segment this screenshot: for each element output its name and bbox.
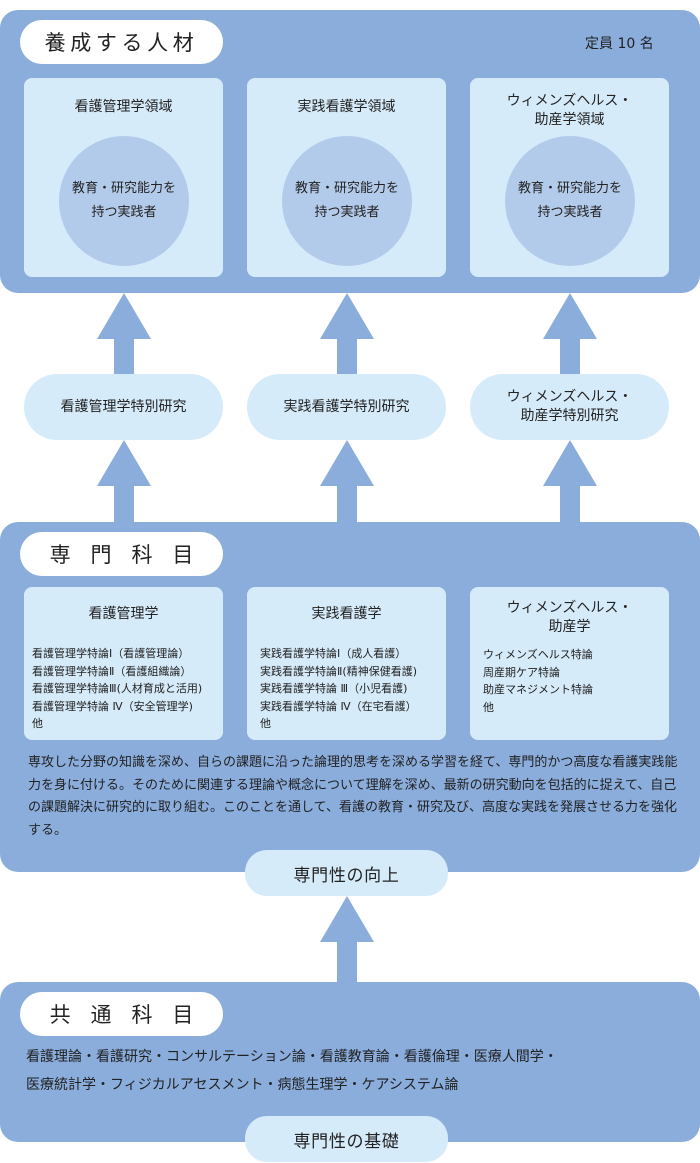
arrow-up-icon xyxy=(97,440,151,526)
area-card-practical-nursing: 実践看護学領域 教育・研究能力を 持つ実践者 xyxy=(247,78,446,277)
specialized-description: 専攻した分野の知識を深め、自らの課題に沿った論理的思考を深める学習を経て、専門的… xyxy=(28,755,678,838)
band-specialization-foundation: 専門性の基礎 xyxy=(245,1116,448,1162)
area-circle: 教育・研究能力を 持つ実践者 xyxy=(59,136,189,266)
course-item: 助産マネジメント特論 xyxy=(483,683,593,697)
course-item: 実践看護学特論 Ⅳ（在宅看護） xyxy=(260,699,417,713)
course-item: 周産期ケア特論 xyxy=(483,665,560,679)
course-item: 実践看護学特論 Ⅲ（小児看護) xyxy=(260,682,408,696)
arrow-up-icon xyxy=(320,896,374,984)
course-item: 看護管理学特論Ⅱ（看護組織論） xyxy=(32,664,192,678)
course-item: 看護管理学特論Ⅲ(人材育成と活用) xyxy=(32,682,203,696)
course-item: 実践看護学特論Ⅱ(精神保健看護) xyxy=(260,664,417,678)
course-card-title: 看護管理学 xyxy=(88,606,159,622)
course-item: 他 xyxy=(260,717,271,731)
area-title: 看護管理学領域 xyxy=(74,99,173,115)
course-item: 看護管理学特論Ⅰ（看護管理論） xyxy=(32,647,190,660)
course-list: 実践看護学特論Ⅰ（成人看護） 実践看護学特論Ⅱ(精神保健看護) 実践看護学特論 … xyxy=(260,645,442,733)
course-card-womens-health: ウィメンズヘルス・ 助産学 ウィメンズヘルス特論 周産期ケア特論 助産マネジメン… xyxy=(470,587,669,740)
arrow-up-icon xyxy=(320,293,374,377)
section-title-common: 共通科目 xyxy=(20,992,223,1036)
arrow-up-icon xyxy=(320,440,374,526)
special-research-womens-health: ウィメンズヘルス・ 助産学特別研究 xyxy=(470,374,669,440)
course-card-nursing-management: 看護管理学 看護管理学特論Ⅰ（看護管理論） 看護管理学特論Ⅱ（看護組織論） 看護… xyxy=(24,587,223,740)
course-item: 他 xyxy=(483,700,494,714)
course-item: 看護管理学特論 Ⅳ（安全管理学) xyxy=(32,699,193,713)
band-specialization-improvement: 専門性の向上 xyxy=(245,850,448,896)
course-item: 他 xyxy=(32,717,43,731)
special-research-nursing-management: 看護管理学特別研究 xyxy=(24,374,223,440)
area-circle: 教育・研究能力を 持つ実践者 xyxy=(282,136,412,266)
special-research-practical-nursing: 実践看護学特別研究 xyxy=(247,374,446,440)
area-card-nursing-management: 看護管理学領域 教育・研究能力を 持つ実践者 xyxy=(24,78,223,277)
course-card-title: 実践看護学 xyxy=(311,606,382,622)
area-card-womens-health: ウィメンズヘルス・ 助産学領域 教育・研究能力を 持つ実践者 xyxy=(470,78,669,277)
course-list: 看護管理学特論Ⅰ（看護管理論） 看護管理学特論Ⅱ（看護組織論） 看護管理学特論Ⅲ… xyxy=(32,645,219,733)
common-subjects-line1: 看護理論・看護研究・コンサルテーション論・看護教育論・看護倫理・医療人間学・ xyxy=(26,1049,558,1065)
area-title: ウィメンズヘルス・ 助産学領域 xyxy=(506,93,633,128)
arrow-up-icon xyxy=(97,293,151,377)
area-title: 実践看護学領域 xyxy=(297,99,396,115)
course-item: 実践看護学特論Ⅰ（成人看護） xyxy=(260,647,407,660)
course-card-title: ウィメンズヘルス・ 助産学 xyxy=(506,600,633,635)
course-card-practical-nursing: 実践看護学 実践看護学特論Ⅰ（成人看護） 実践看護学特論Ⅱ(精神保健看護) 実践… xyxy=(247,587,446,740)
course-item: ウィメンズヘルス特論 xyxy=(483,648,593,661)
course-list: ウィメンズヘルス特論 周産期ケア特論 助産マネジメント特論 他 xyxy=(483,646,665,716)
capacity-label: 定員 10 名 xyxy=(585,36,654,52)
arrow-up-icon xyxy=(543,293,597,377)
section-title-outcome: 養成する人材 xyxy=(20,20,223,64)
section-title-specialized: 専門科目 xyxy=(20,532,223,576)
area-circle: 教育・研究能力を 持つ実践者 xyxy=(505,136,635,266)
arrow-up-icon xyxy=(543,440,597,526)
common-subjects-line2: 医療統計学・フィジカルアセスメント・病態生理学・ケアシステム論 xyxy=(26,1077,459,1093)
